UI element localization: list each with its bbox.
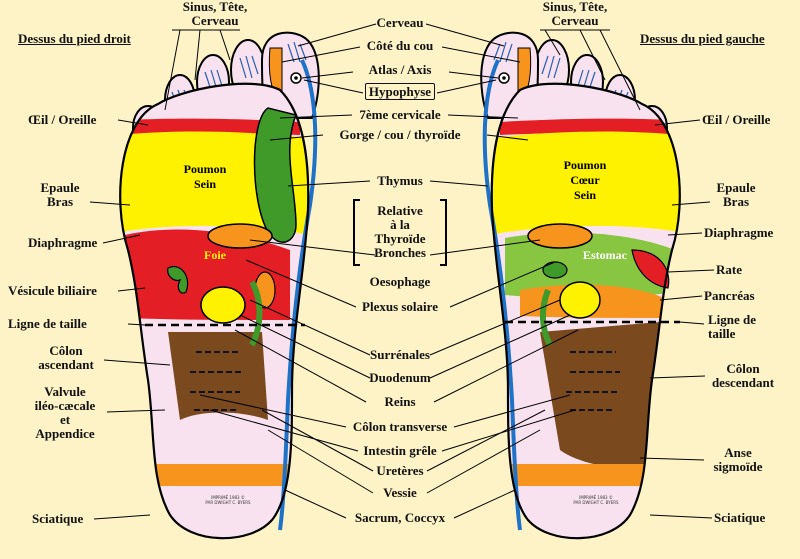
label-oeil-left: Œil / Oreille — [702, 112, 771, 127]
left-foot — [480, 31, 681, 540]
label-epaule-right: Epaule Bras — [40, 180, 80, 209]
label-atlas: Atlas / Axis — [368, 62, 432, 77]
label-ligne-right: Ligne de taille — [8, 316, 87, 331]
right-foot — [119, 31, 320, 540]
label-pancreas: Pancréas — [704, 288, 755, 303]
credit-right: IMPRIMÉ 1983 © PAR DWIGHT C. BYERS — [205, 495, 251, 505]
label-valvule: Valvule iléo-cæcale et Appendice — [34, 384, 96, 441]
zone-poumon-sein: Poumon Sein — [183, 162, 227, 191]
label-rate: Rate — [716, 262, 742, 277]
label-ureteres: Uretères — [376, 463, 424, 478]
label-sinus-right: Sinus, Tête, Cerveau — [182, 0, 248, 28]
label-hypophyse: Hypophyse — [364, 83, 436, 100]
label-thymus: Thymus — [377, 173, 423, 188]
credit-left: IMPRIMÉ 1983 © PAR DWIGHT C. BYERS — [573, 495, 619, 505]
label-vesicule: Vésicule biliaire — [8, 283, 97, 298]
right-foot-title: Dessus du pied droit — [18, 31, 131, 46]
label-colon-asc: Côlon ascendant — [38, 343, 94, 372]
label-hypophyse-wrap: Hypophyse — [300, 83, 500, 100]
label-sciatique-left: Sciatique — [714, 510, 766, 525]
label-colon-trans: Côlon transverse — [352, 419, 448, 434]
label-reins: Reins — [384, 394, 416, 409]
label-ligne-left: Ligne de taille — [708, 312, 757, 341]
label-sacrum: Sacrum, Coccyx — [354, 510, 446, 525]
label-relative: Relative à la Thyroïde Bronches — [374, 203, 426, 260]
label-vessie: Vessie — [383, 485, 417, 500]
label-cerveau: Cerveau — [376, 15, 424, 30]
label-oesophage: Oesophage — [369, 274, 431, 289]
zone-estomac: Estomac — [583, 248, 627, 262]
label-oeil-right: Œil / Oreille — [28, 112, 97, 127]
label-epaule-left: Epaule Bras — [716, 180, 756, 209]
label-intestin: Intestin grêle — [363, 443, 437, 458]
label-sciatique-right: Sciatique — [32, 511, 84, 526]
leader-lines — [89, 23, 715, 520]
label-diaphragme-left: Diaphragme — [704, 225, 774, 240]
label-anse: Anse sigmoïde — [713, 445, 763, 474]
label-cote-cou: Côté du cou — [366, 38, 434, 53]
label-diaphragme-right: Diaphragme — [28, 235, 98, 250]
zone-poumon-coeur-sein: Poumon Cœur Sein — [563, 158, 607, 202]
label-colon-desc: Côlon descendant — [711, 361, 775, 390]
label-surrenales: Surrénales — [370, 347, 430, 362]
label-plexus: Plexus solaire — [362, 299, 438, 314]
left-foot-title: Dessus du pied gauche — [640, 31, 765, 46]
label-duodenum: Duodenum — [369, 370, 431, 385]
zone-foie: Foie — [204, 248, 226, 262]
waist-lines — [145, 320, 680, 327]
label-cervicale: 7ème cervicale — [359, 107, 441, 122]
label-sinus-left: Sinus, Tête, Cerveau — [542, 0, 608, 28]
label-gorge: Gorge / cou / thyroïde — [339, 127, 461, 142]
